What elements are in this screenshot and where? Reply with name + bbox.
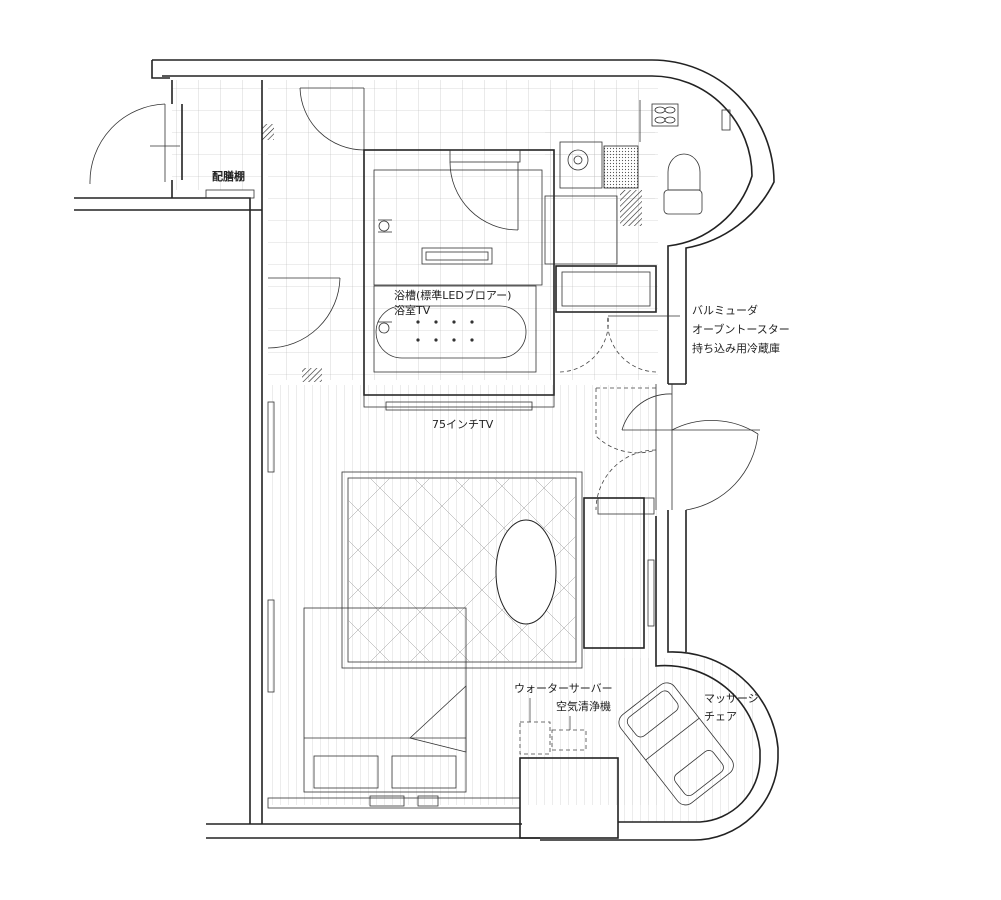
bathtub <box>373 285 537 373</box>
air-purifier-label: 空気清浄機 <box>556 699 611 713</box>
cabinet <box>544 195 618 265</box>
shower-drain <box>421 247 493 265</box>
appliances-label-1: バルミューダ <box>692 303 758 317</box>
corridor-door-mid <box>267 277 341 349</box>
pantry-shelf <box>205 189 255 199</box>
massage-chair-label-2: チェア <box>704 710 737 723</box>
water-server-label: ウォーターサーバー <box>514 682 613 695</box>
air-purifier <box>551 729 587 751</box>
slippers-icon <box>654 106 676 124</box>
entry-door <box>89 103 180 185</box>
tv-75-inch <box>385 401 533 411</box>
entry-tile-floor <box>172 80 262 190</box>
massage-chair <box>618 682 734 806</box>
bedroom-wood-floor <box>268 385 658 805</box>
oval-table <box>495 519 557 625</box>
wardrobe <box>583 497 655 649</box>
appliance-closet <box>555 265 657 373</box>
bedside-device-2 <box>417 795 439 807</box>
shower-glass-door <box>449 149 521 163</box>
bathroom <box>363 149 555 411</box>
shower-faucet <box>378 219 392 233</box>
slipper-rack <box>651 103 679 127</box>
corridor-door-top <box>299 87 365 151</box>
paper-holder <box>721 109 731 131</box>
tv-stand <box>363 394 555 408</box>
hatch-column-2 <box>302 368 322 382</box>
appliances-label-3: 持ち込み用冷蔵庫 <box>692 341 780 355</box>
counter-dots <box>603 145 639 189</box>
bed <box>303 607 467 793</box>
bay-wood-floor <box>618 658 760 822</box>
tv-75-label: 75インチTV <box>432 418 494 431</box>
washbasin <box>559 141 603 189</box>
pillow-right <box>391 755 457 789</box>
appliances-label-2: オーブントースター <box>692 322 790 336</box>
toilet <box>663 153 703 215</box>
washroom <box>544 100 731 265</box>
pantry-shelf-label: 配膳棚 <box>212 169 245 183</box>
wall-hatch <box>620 190 642 226</box>
water-server <box>519 721 551 755</box>
bathtub-faucet <box>378 321 392 334</box>
hatch-column-1 <box>262 124 274 140</box>
left-wall-panels <box>267 401 275 693</box>
bathtub-label-2: 浴室TV <box>394 303 431 317</box>
massage-chair-label-1: マッサージ <box>704 692 759 705</box>
pillow-left <box>313 755 379 789</box>
bedside-device-1 <box>369 795 405 807</box>
bathtub-label-1: 浴槽(標準LEDブロアー) <box>394 288 511 302</box>
room-double-door <box>595 384 760 511</box>
bathtub-jets <box>416 320 474 342</box>
exterior-walls <box>74 59 779 841</box>
pillar <box>519 757 619 839</box>
